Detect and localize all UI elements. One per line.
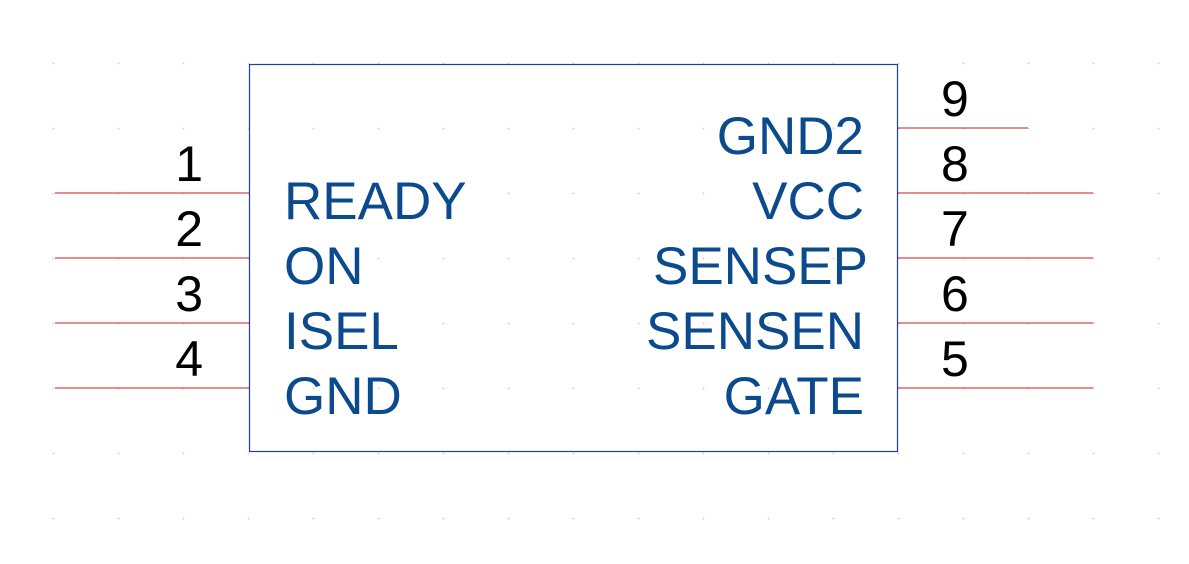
pin-1-name: READY xyxy=(284,172,467,231)
pin-7[interactable]: 7 SENSEP xyxy=(653,201,1093,296)
pin-8-number: 8 xyxy=(941,136,969,192)
pin-7-name: SENSEP xyxy=(653,237,868,296)
pin-5[interactable]: 5 GATE xyxy=(724,331,1093,426)
pin-1-number: 1 xyxy=(175,136,203,192)
pin-2-name: ON xyxy=(284,237,364,296)
pin-6-number: 6 xyxy=(941,266,969,322)
pin-6[interactable]: 6 SENSEN xyxy=(646,266,1093,361)
pin-8[interactable]: 8 VCC xyxy=(752,136,1093,231)
component-body[interactable] xyxy=(248,63,899,453)
pin-3-name: ISEL xyxy=(284,302,399,361)
pin-4-number: 4 xyxy=(175,331,203,387)
pin-9[interactable]: 9 GND2 xyxy=(717,71,1028,166)
pin-9-number: 9 xyxy=(941,71,969,127)
pin-5-name: GATE xyxy=(724,367,864,426)
pin-9-name: GND2 xyxy=(717,107,864,166)
pin-3-number: 3 xyxy=(175,266,203,322)
pin-2-number: 2 xyxy=(175,201,203,257)
pin-7-number: 7 xyxy=(941,201,969,257)
pin-8-name: VCC xyxy=(752,172,864,231)
pin-3[interactable]: 3 ISEL xyxy=(55,266,399,361)
pin-4[interactable]: 4 GND xyxy=(55,331,402,426)
pin-5-number: 5 xyxy=(941,331,969,387)
pin-4-name: GND xyxy=(284,367,402,426)
pin-1[interactable]: 1 READY xyxy=(55,136,467,231)
pin-2[interactable]: 2 ON xyxy=(55,201,364,296)
pin-6-name: SENSEN xyxy=(646,302,864,361)
